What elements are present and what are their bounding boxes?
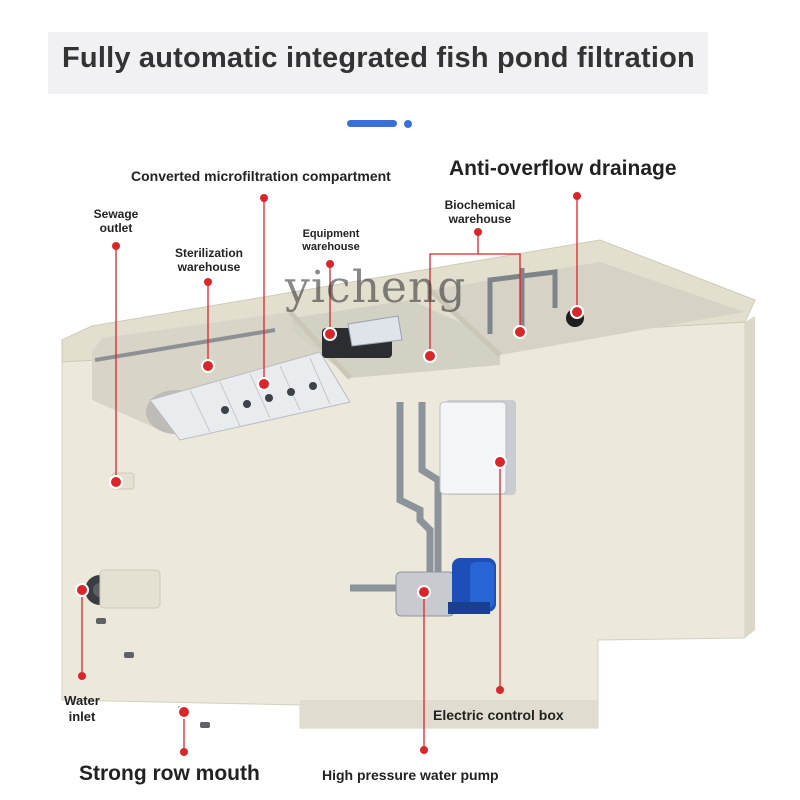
label-sterilization-line1: Sterilization [174, 246, 243, 260]
carousel-indicator-active[interactable] [347, 120, 397, 127]
tank-cavity-right [430, 262, 745, 355]
label-biochemical-warehouse: Biochemical warehouse [438, 198, 522, 226]
label-water-inlet-line1: Water [64, 693, 100, 708]
label-converted-microfiltration: Converted microfiltration compartment [131, 168, 391, 184]
label-water-inlet: Water inlet [56, 693, 108, 725]
label-equipment-line2: warehouse [302, 241, 360, 253]
tank-right-face [745, 316, 755, 638]
label-strong-row-mouth: Strong row mouth [79, 762, 260, 785]
label-sterilization-warehouse: Sterilization warehouse [166, 246, 252, 274]
carousel-indicator-dot[interactable] [404, 120, 412, 128]
label-biochemical-line2: warehouse [448, 212, 512, 226]
title-banner [48, 32, 708, 94]
label-equipment-warehouse: Equipment warehouse [294, 228, 368, 254]
label-biochemical-line1: Biochemical [444, 198, 516, 212]
tank-base [300, 700, 598, 728]
microfiltration-drum [149, 351, 351, 441]
label-sewage-outlet: Sewage outlet [84, 207, 148, 235]
electric-box [439, 401, 507, 495]
label-sewage-outlet-line2: outlet [99, 221, 133, 235]
watermark-text: yicheng [285, 262, 467, 313]
label-sterilization-line2: warehouse [177, 260, 241, 274]
label-sewage-outlet-line1: Sewage [93, 207, 139, 221]
label-water-inlet-line2: inlet [68, 709, 96, 724]
label-equipment-line1: Equipment [302, 228, 360, 240]
page-title: Fully automatic integrated fish pond fil… [62, 42, 695, 74]
label-electric-control-box: Electric control box [433, 707, 564, 723]
label-high-pressure-pump: High pressure water pump [322, 767, 499, 783]
label-anti-overflow-drainage: Anti-overflow drainage [449, 157, 677, 180]
